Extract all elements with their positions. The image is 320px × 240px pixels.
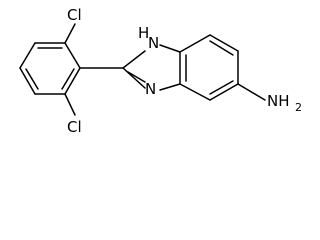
- bond-to-cl-top: [64, 23, 76, 44]
- bond: [64, 42, 81, 69]
- bond-c2-n: [122, 67, 146, 89]
- imidazole-nitrogen-label: N: [145, 80, 156, 98]
- bond-lines: [19, 23, 266, 116]
- double-bond-c2-n: [127, 71, 146, 83]
- bond: [179, 83, 211, 101]
- bond-to-cl-bottom: [64, 93, 76, 116]
- double-bond-inner: [209, 40, 234, 56]
- nh-hydrogen-label: H: [138, 24, 149, 42]
- double-bond-inner: [25, 68, 39, 90]
- bond: [64, 67, 81, 95]
- bond-to-amine: [237, 83, 266, 101]
- bond-nh-c7a: [159, 44, 181, 53]
- bond: [19, 67, 36, 95]
- bond-c2-nh: [122, 50, 146, 69]
- amine-label: NH: [267, 92, 290, 110]
- bond: [19, 42, 36, 69]
- double-bond-inner: [61, 68, 75, 90]
- nh-nitrogen-label: N: [148, 34, 159, 52]
- bond: [209, 34, 239, 52]
- benzimidazole-structure: Cl Cl H N N NH 2: [19, 6, 302, 136]
- bond: [179, 34, 211, 53]
- bond-n-c3a: [159, 83, 181, 91]
- chlorine-bottom-label: Cl: [67, 118, 82, 136]
- amine-subscript: 2: [295, 101, 302, 114]
- double-bond-inner: [209, 80, 234, 95]
- bond: [209, 83, 239, 101]
- atom-labels: Cl Cl H N N NH 2: [67, 6, 302, 136]
- chlorine-top-label: Cl: [67, 6, 82, 24]
